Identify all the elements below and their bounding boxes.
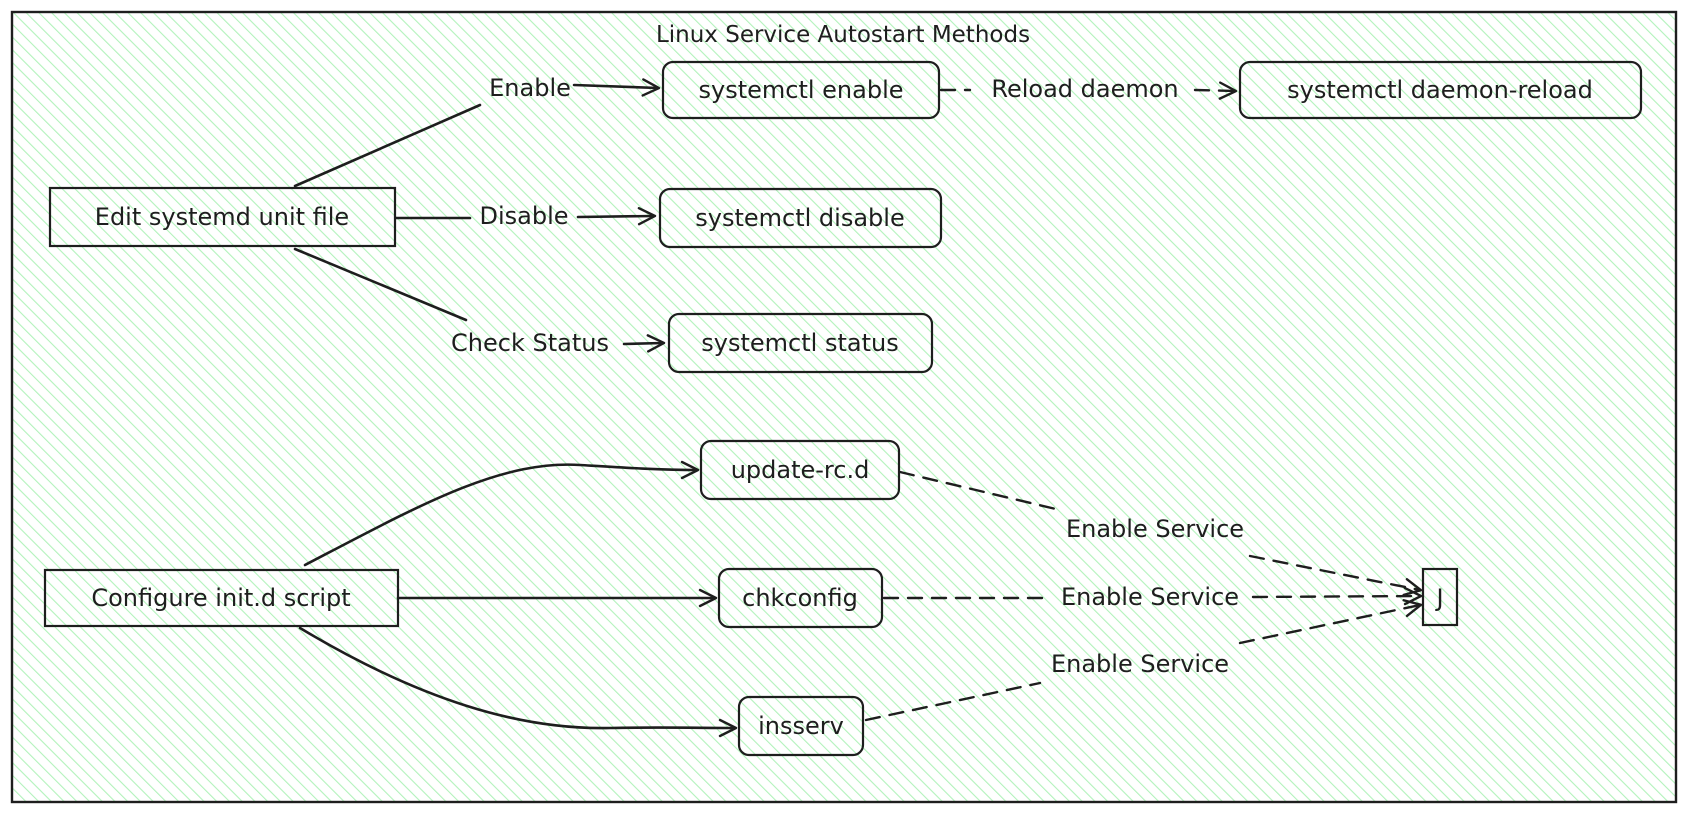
edge-initd-to-updatercd	[303, 460, 700, 567]
node-update-rcd[interactable]	[699, 439, 901, 501]
node-systemctl-enable[interactable]	[661, 60, 941, 120]
edge-initd-to-insserv	[298, 626, 738, 738]
edge-edit-to-enable-line	[293, 103, 482, 188]
edge-label-enable: Enable	[489, 74, 571, 102]
node-update-rcd-label: update-rc.d	[731, 456, 870, 484]
edge-label-check-status: Check Status	[451, 329, 609, 357]
edge-edit-to-status-line	[293, 247, 468, 322]
node-edit-systemd-label: Edit systemd unit file	[95, 203, 349, 231]
edge-updatercd-to-j-a	[898, 470, 1062, 512]
edge-label-enable-service-3: Enable Service	[1051, 650, 1229, 678]
edge-enable-arrow	[572, 78, 661, 97]
node-configure-initd[interactable]	[43, 568, 400, 628]
edge-label-disable: Disable	[479, 202, 568, 230]
diagram-title: Linux Service Autostart Methods	[656, 22, 1030, 48]
node-systemctl-status-label: systemctl status	[701, 329, 898, 357]
node-chkconfig[interactable]	[717, 567, 884, 629]
edge-updatercd-to-j-b	[1248, 554, 1423, 597]
edge-reload-line-b	[1193, 81, 1238, 100]
node-daemon-reload[interactable]	[1238, 60, 1643, 120]
edge-disable-arrow	[576, 206, 657, 226]
node-systemctl-disable-label: systemctl disable	[695, 204, 904, 232]
node-chkconfig-label: chkconfig	[742, 584, 858, 612]
node-insserv-label: insserv	[758, 712, 844, 740]
edge-label-enable-service-1: Enable Service	[1066, 515, 1244, 543]
node-j-label: J	[1434, 584, 1443, 612]
edge-label-reload-daemon: Reload daemon	[991, 75, 1178, 103]
edge-insserv-to-j-a	[864, 681, 1042, 722]
node-systemctl-disable[interactable]	[658, 187, 943, 249]
edge-insserv-to-j-b	[1238, 599, 1423, 645]
node-daemon-reload-label: systemctl daemon-reload	[1287, 76, 1593, 104]
node-edit-systemd[interactable]	[48, 186, 397, 248]
node-systemctl-status[interactable]	[667, 312, 934, 374]
edge-status-arrow	[622, 334, 666, 353]
frame	[10, 10, 1678, 804]
node-systemctl-enable-label: systemctl enable	[698, 76, 903, 104]
node-configure-initd-label: Configure init.d script	[91, 584, 350, 612]
edge-chkconfig-to-j-b	[1251, 586, 1423, 606]
edge-label-enable-service-2: Enable Service	[1061, 583, 1239, 611]
node-insserv[interactable]	[737, 695, 865, 757]
node-j[interactable]	[1421, 567, 1459, 627]
